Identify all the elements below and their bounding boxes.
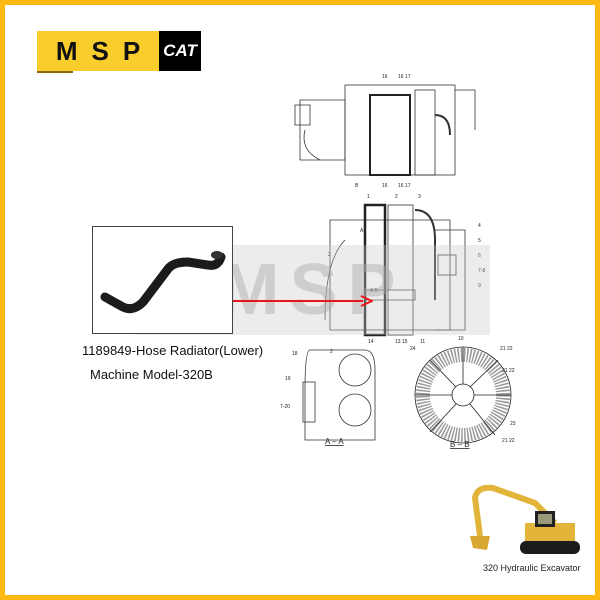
- svg-text:7-20: 7-20: [280, 404, 290, 410]
- pointer-arrow: [233, 295, 373, 307]
- svg-text:B: B: [355, 183, 359, 189]
- svg-text:10: 10: [458, 336, 464, 342]
- svg-text:19: 19: [285, 376, 291, 382]
- hose-image-frame: [92, 226, 233, 334]
- svg-text:5: 5: [478, 238, 481, 244]
- part-number-label: 1189849-Hose Radiator(Lower): [82, 343, 264, 358]
- svg-text:16 17: 16 17: [398, 74, 411, 80]
- svg-text:13 15: 13 15: [395, 339, 408, 345]
- excavator-caption: 320 Hydraulic Excavator: [483, 563, 581, 573]
- svg-text:2: 2: [328, 252, 331, 258]
- watermark-text: MSP: [219, 250, 406, 330]
- hose-image: [100, 251, 226, 314]
- svg-text:1: 1: [367, 194, 370, 200]
- svg-text:2: 2: [395, 194, 398, 200]
- svg-text:3: 3: [418, 194, 421, 200]
- svg-text:7-8: 7-8: [478, 268, 485, 274]
- svg-text:2: 2: [330, 349, 333, 355]
- svg-text:6: 6: [478, 253, 481, 259]
- svg-text:A B: A B: [370, 288, 378, 294]
- svg-text:16: 16: [382, 183, 388, 189]
- svg-text:23: 23: [510, 421, 516, 427]
- svg-text:21 22: 21 22: [500, 346, 513, 352]
- svg-text:4: 4: [478, 223, 481, 229]
- cat-logo: CAT: [159, 31, 201, 71]
- svg-text:24: 24: [410, 346, 416, 352]
- svg-text:21 22: 21 22: [502, 368, 515, 374]
- svg-text:11: 11: [420, 339, 425, 345]
- svg-text:9: 9: [478, 283, 481, 289]
- svg-text:21 22: 21 22: [502, 438, 515, 444]
- svg-text:14: 14: [368, 339, 374, 345]
- logo-underline: [37, 71, 73, 73]
- section-bb-label: B – B: [450, 440, 470, 449]
- svg-text:16: 16: [382, 74, 388, 80]
- section-aa-label: A – A: [325, 437, 344, 446]
- msp-logo: MSP: [37, 31, 159, 71]
- excavator-image: [470, 484, 580, 554]
- svg-text:18: 18: [292, 351, 298, 357]
- machine-model-label: Machine Model-320B: [90, 367, 213, 382]
- svg-text:16 17: 16 17: [398, 183, 411, 189]
- svg-text:A: A: [360, 228, 364, 234]
